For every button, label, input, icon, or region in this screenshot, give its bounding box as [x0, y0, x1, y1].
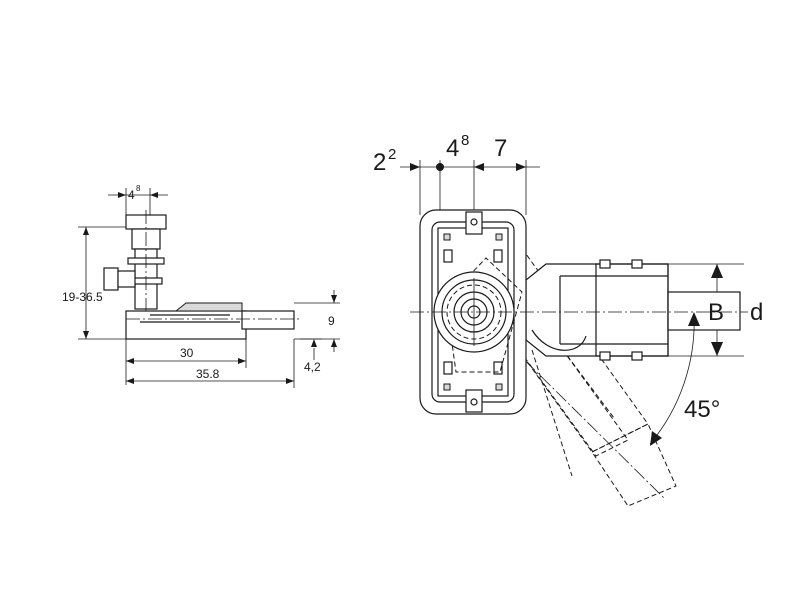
side-width-base: 4 — [128, 188, 135, 202]
plan-label-d: d — [750, 299, 763, 326]
side-dim-width-top: 4 8 — [108, 184, 168, 215]
side-drain-base — [125, 302, 300, 340]
side-outlet-height: 9 — [328, 314, 335, 328]
side-dim-length-inner: 30 — [125, 339, 247, 385]
plan-dim-top: 2 2 4 8 7 — [373, 132, 540, 215]
plan-view: 2 2 4 8 7 — [373, 132, 763, 507]
side-height-range: 19-36.5 — [62, 290, 103, 304]
side-dim-outlet: 9 — [294, 290, 340, 352]
plan-offset-sup: 2 — [388, 146, 396, 163]
plan-pipe-horizontal — [525, 259, 741, 361]
plan-offset-base: 2 — [373, 149, 386, 176]
side-dim-length-outer: 35.8 — [126, 339, 295, 388]
plan-angle-label: 45° — [684, 396, 720, 423]
side-base-height: 4,2 — [304, 360, 321, 374]
side-view: 4 8 — [62, 184, 340, 388]
side-length-inner: 30 — [180, 346, 194, 360]
side-dim-height: 19-36.5 — [62, 226, 126, 340]
side-length-outer: 35.8 — [196, 367, 220, 381]
plan-width-base: 4 — [446, 135, 459, 162]
side-width-sup: 8 — [136, 184, 141, 193]
plan-dim-pipe: B d — [668, 263, 763, 357]
plan-width-sup: 8 — [461, 132, 469, 149]
plan-depth: 7 — [494, 135, 507, 162]
side-dim-base: 4,2 — [300, 338, 322, 374]
plan-drain-outlet — [433, 271, 515, 353]
side-drain-body — [103, 210, 167, 320]
plan-label-b: B — [708, 299, 724, 326]
plan-dim-angle: 45° — [649, 312, 720, 446]
